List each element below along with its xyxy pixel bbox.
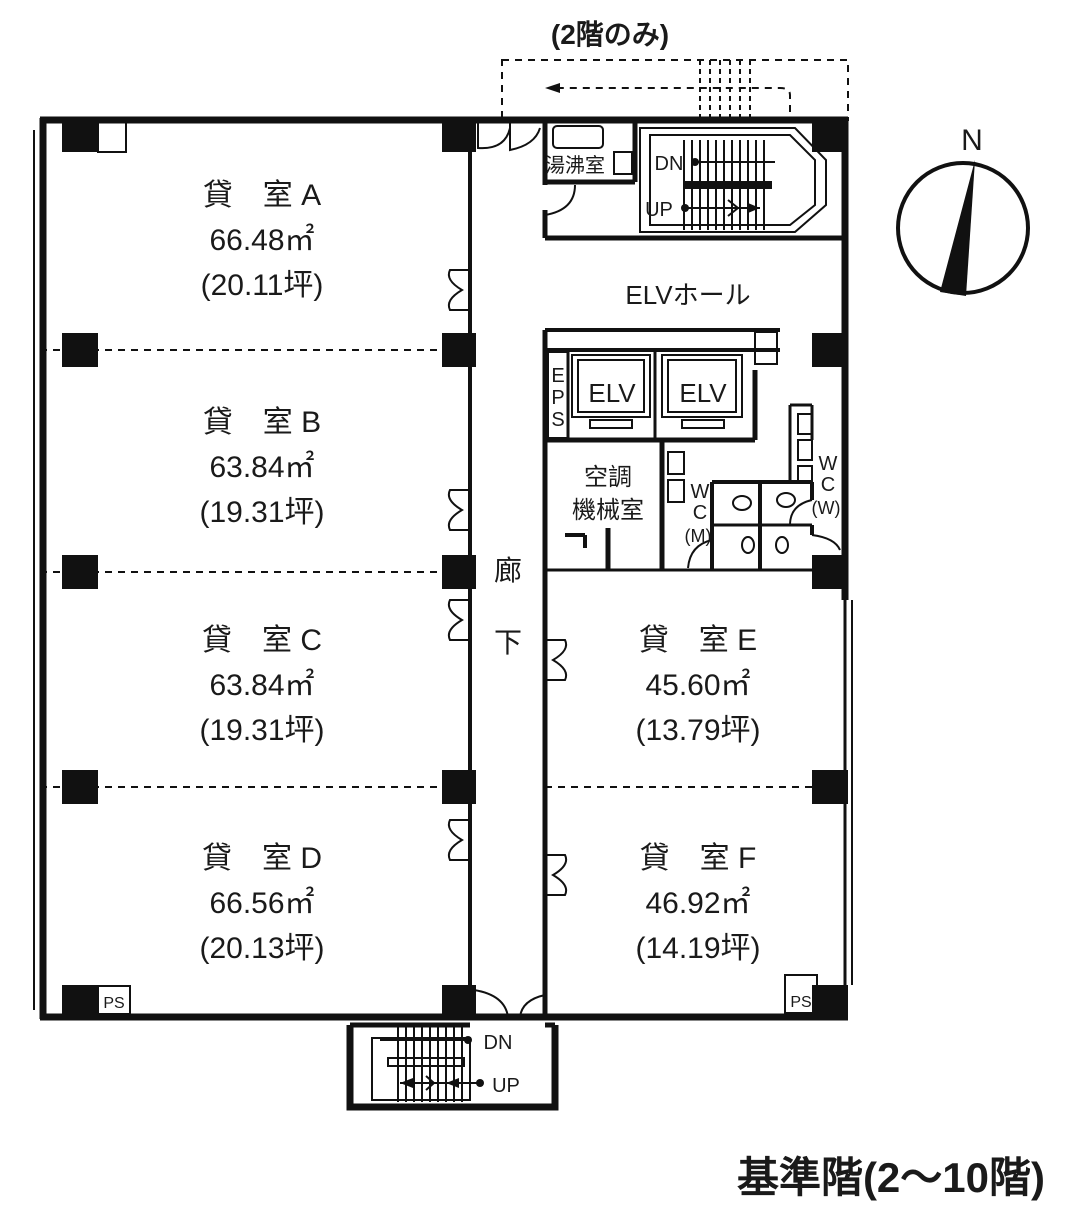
stair-top-up: UP [645, 199, 673, 221]
room-b-tsubo: (19.31坪) [199, 496, 324, 529]
wc-area [565, 403, 841, 570]
doors-left [447, 269, 470, 861]
room-b: 貸 室 B 63.84㎡ (19.31坪) [199, 406, 324, 529]
wc-w-gender: (W) [812, 498, 841, 518]
room-c-tsubo: (19.31坪) [199, 714, 324, 747]
doors-right [545, 639, 568, 896]
eps-label-e: E [551, 365, 564, 387]
room-f-tsubo: (14.19坪) [635, 932, 760, 965]
room-a: 貸 室 A 66.48㎡ (20.11坪) [201, 179, 324, 302]
room-e-tsubo: (13.79坪) [635, 714, 760, 747]
wc-m-gender: (M) [685, 526, 712, 546]
top-core [470, 120, 845, 241]
bottom-stair [346, 988, 559, 1111]
wc-m-c: C [693, 502, 707, 524]
room-e-area: 45.60㎡ [645, 669, 750, 702]
ps-label-left: PS [103, 995, 124, 1012]
aircon-label-2: 機械室 [572, 497, 644, 524]
wc-w-c: C [821, 474, 835, 496]
elv-core [545, 328, 780, 443]
floor-plan-title: 基準階(2〜10階) [737, 1154, 1045, 1201]
room-f-area: 46.92㎡ [645, 887, 750, 920]
room-d: 貸 室 D 66.56㎡ (20.13坪) [199, 842, 324, 965]
sink [552, 125, 604, 149]
room-c: 貸 室 C 63.84㎡ (19.31坪) [199, 624, 324, 747]
corridor-label-2: 下 [494, 627, 522, 658]
room-b-name: 貸 室 B [203, 406, 321, 439]
compass: N [896, 124, 1030, 296]
note-2f-only: (2階のみ) [551, 19, 669, 50]
room-f-name: 貸 室 F [640, 842, 757, 875]
stair-bottom-up: UP [492, 1075, 520, 1097]
room-d-tsubo: (20.13坪) [199, 932, 324, 965]
small-box-top-left [97, 121, 127, 153]
kitchen-label: 湯沸室 [545, 154, 605, 177]
room-a-area: 66.48㎡ [209, 224, 314, 257]
elv-1-label: ELV [588, 378, 636, 408]
room-a-tsubo: (20.11坪) [201, 269, 324, 302]
eps-label-p: P [551, 387, 564, 409]
room-c-name: 貸 室 C [202, 624, 322, 657]
ps-label-right: PS [790, 994, 811, 1011]
compass-needle-icon [940, 160, 975, 296]
compass-label: N [961, 124, 983, 157]
room-e-name: 貸 室 E [639, 624, 757, 657]
room-f: 貸 室 F 46.92㎡ (14.19坪) [635, 842, 760, 965]
elv-hall-label: ELVホール [625, 280, 750, 310]
wc-w-w: W [819, 453, 838, 475]
stair-bottom-dn: DN [484, 1032, 513, 1054]
elv-2-label: ELV [679, 378, 727, 408]
ps-box-right [784, 974, 818, 1014]
room-b-area: 63.84㎡ [209, 451, 314, 484]
room-d-name: 貸 室 D [202, 842, 322, 875]
room-c-area: 63.84㎡ [209, 669, 314, 702]
corridor-label-1: 廊 [494, 555, 522, 586]
room-a-name: 貸 室 A [203, 179, 321, 212]
eps-label-s: S [551, 409, 564, 431]
room-d-area: 66.56㎡ [209, 887, 314, 920]
wc-m-w: W [691, 481, 710, 503]
aircon-label-1: 空調 [584, 464, 632, 491]
partition-lines [40, 349, 845, 788]
ps-box-left [97, 985, 131, 1015]
stair-top-dn: DN [655, 153, 684, 175]
room-e: 貸 室 E 45.60㎡ (13.79坪) [635, 624, 760, 747]
annex-2f-only [501, 59, 849, 121]
